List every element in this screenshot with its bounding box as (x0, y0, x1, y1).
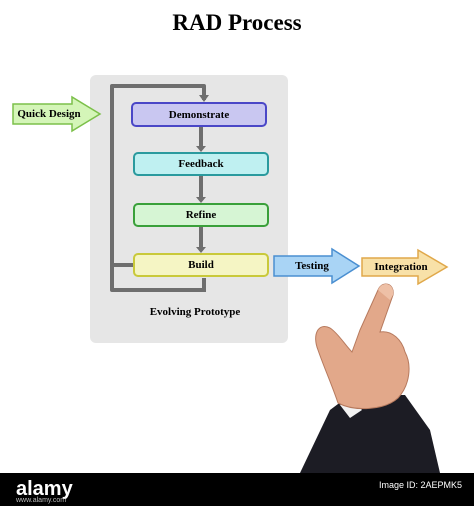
step-refine: Refine (133, 203, 269, 227)
evolving-prototype-label: Evolving Prototype (149, 306, 241, 318)
arrowhead-build (196, 247, 206, 253)
feedback-loop-line (110, 84, 206, 292)
step-feedback: Feedback (133, 152, 269, 176)
footer-url: www.alamy.com (16, 497, 67, 504)
quick-design-label: Quick Design (17, 108, 81, 120)
arrowhead-refine (196, 197, 206, 203)
watermark-footer (0, 473, 474, 506)
integration-label: Integration (374, 261, 428, 273)
quick-design-arrow (12, 95, 102, 133)
loop-arrowhead (199, 95, 209, 102)
alamy-logo: alamy (16, 478, 73, 500)
integration-arrow (361, 248, 449, 286)
step-demonstrate: Demonstrate (131, 102, 267, 127)
loop-bottom-line (112, 278, 206, 292)
image-id: Image ID: 2AEPMK5 (378, 480, 462, 490)
testing-arrow (273, 247, 361, 285)
step-build: Build (133, 253, 269, 277)
arrowhead-feedback (196, 146, 206, 152)
pointing-hand-illustration (300, 283, 440, 473)
diagram-title: RAD Process (172, 10, 302, 35)
testing-label: Testing (295, 260, 329, 272)
